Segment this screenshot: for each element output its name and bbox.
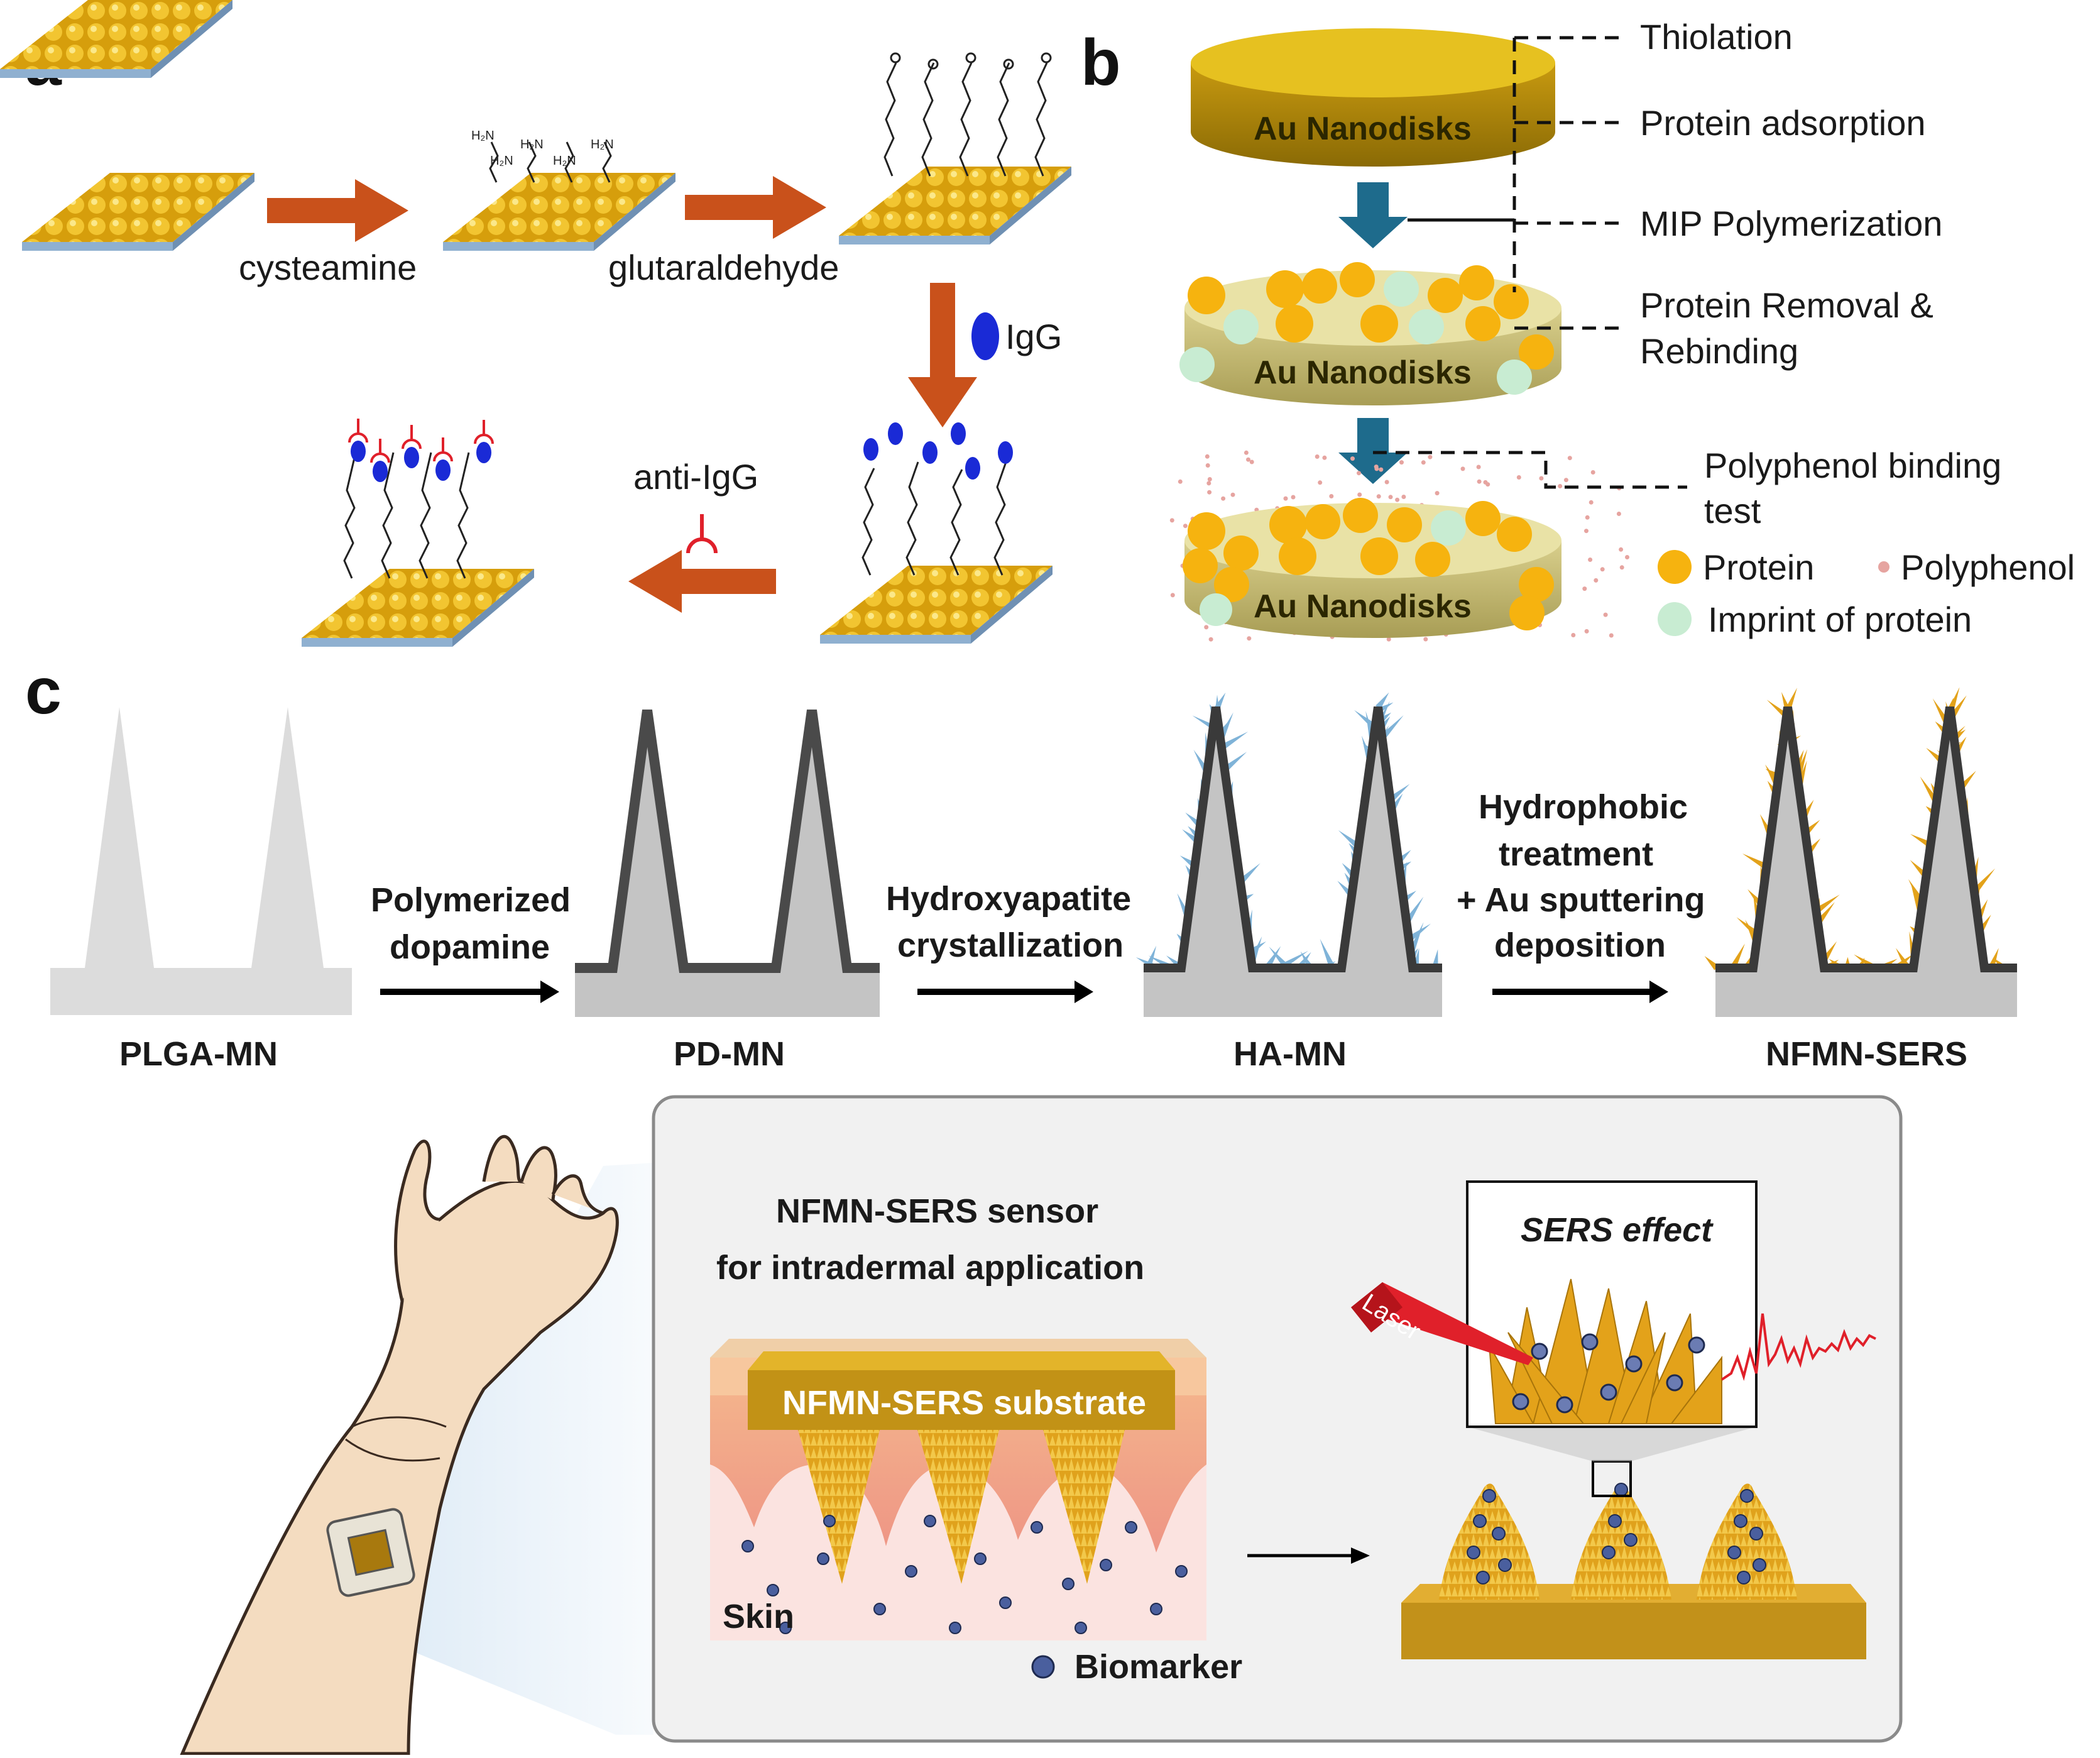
step-test: test	[1704, 491, 1761, 530]
pd-mn	[575, 709, 880, 1017]
bound-anti-igg	[348, 419, 494, 463]
disk-3: Au Nanodisks	[1183, 498, 1561, 638]
step-rebinding: Rebinding	[1640, 331, 1798, 371]
amine-chains	[489, 141, 612, 183]
legend: Protein Polyphenol Imprint of protein	[1658, 547, 2075, 639]
label-cysteamine: cysteamine	[239, 248, 417, 287]
svg-text:H₂N: H₂N	[553, 154, 576, 168]
amine-labels: H₂N H₂N H₂N H₂N H₂N	[471, 129, 614, 168]
zoom-cone	[1467, 1427, 1756, 1461]
step-thiolation: Thiolation	[1640, 17, 1793, 57]
arrow1-line2: dopamine	[390, 928, 550, 966]
svg-text:H₂N: H₂N	[591, 138, 614, 151]
raman-spectrum	[1720, 1313, 1876, 1382]
anti-igg-icon	[686, 514, 718, 554]
igg-chains	[861, 461, 1007, 576]
arrow-cysteamine	[267, 179, 408, 242]
step-polyphenol-binding: Polyphenol binding	[1704, 446, 2001, 485]
cone-biomarkers	[1467, 1483, 1766, 1585]
skin-biomarkers	[741, 1515, 1188, 1634]
arrow-glutaraldehyde	[685, 176, 826, 239]
legend-protein-swatch	[1658, 550, 1692, 584]
skin-patch-core	[347, 1529, 395, 1576]
arrow1-line1: Polymerized	[371, 881, 571, 919]
disk-3-label: Au Nanodisks	[1254, 588, 1472, 625]
skin-section	[710, 1339, 1206, 1640]
legend-imprint: Imprint of protein	[1708, 600, 1972, 639]
igg-molecules	[863, 422, 1013, 480]
svg-text:H₂N: H₂N	[490, 154, 513, 168]
nfmn-substrate	[748, 1370, 1175, 1430]
step-protein-removal: Protein Removal &	[1640, 285, 1933, 325]
projection-beam	[371, 1163, 654, 1735]
skin-needles	[798, 1430, 1125, 1584]
label-pd-mn: PD-MN	[674, 1035, 785, 1073]
complex-chains	[343, 452, 470, 579]
arrow3-line4: deposition	[1494, 926, 1666, 964]
arrow3-line3: + Au sputtering	[1457, 881, 1705, 919]
aldehyde-ends	[890, 52, 1052, 70]
disk-1-label: Au Nanodisks	[1254, 111, 1472, 147]
step-protein-adsorption: Protein adsorption	[1640, 103, 1926, 143]
label-igg: IgG	[1005, 317, 1062, 356]
panel-c-top: PLGA-MN Polymerized dopamine PD-MN Hydro…	[50, 687, 2017, 1073]
svg-text:H₂N: H₂N	[520, 138, 544, 151]
arrow2-line2: crystallization	[897, 926, 1124, 964]
panel-label-b: b	[1081, 26, 1121, 99]
panel-a: cysteamine H₂N H₂N H₂N H₂N H₂N glutaraldehy…	[0, 0, 1071, 647]
nfmn-sers	[1704, 687, 2017, 1017]
label-plga-mn: PLGA-MN	[119, 1035, 278, 1073]
disk-3-proteins	[1183, 498, 1554, 630]
arrow3-line1: Hydrophobic	[1479, 788, 1688, 826]
ha-mn	[1135, 692, 1442, 1017]
dashed-connectors	[1373, 36, 1687, 489]
label-anti-igg: anti-IgG	[633, 457, 758, 497]
legend-imprint-swatch	[1658, 602, 1692, 636]
igg-icon	[971, 312, 999, 360]
arm-illustration	[180, 1134, 619, 1755]
step-mip-polymerization: MIP Polymerization	[1640, 204, 1942, 243]
biomarker-legend-swatch	[1031, 1655, 1055, 1679]
panel-c-bottom: NFMN-SERS sensor for intradermal applica…	[180, 1095, 1903, 1755]
arrow-igg	[908, 283, 977, 427]
svg-text:H₂N: H₂N	[471, 129, 495, 143]
disk-2-proteins	[1179, 262, 1554, 395]
substrate-label: NFMN-SERS substrate	[782, 1384, 1146, 1422]
panel-label-c: c	[25, 655, 62, 728]
arrow2-line1: Hydroxyapatite	[886, 880, 1131, 918]
panel-b: Au Nanodisks Au Nanodisks	[1169, 17, 2075, 642]
sensor-title-line1: NFMN-SERS sensor	[776, 1192, 1098, 1230]
sers-effect-label: SERS effect	[1521, 1211, 1714, 1249]
biomarker-label: Biomarker	[1075, 1648, 1242, 1686]
arrow3-line2: treatment	[1499, 835, 1653, 873]
bound-igg	[351, 441, 491, 482]
sensor-title-line2: for intradermal application	[716, 1249, 1144, 1287]
mn-array	[1401, 1483, 1866, 1659]
label-ha-mn: HA-MN	[1233, 1035, 1347, 1073]
plga-mn	[50, 707, 352, 1015]
legend-polyphenol: Polyphenol	[1901, 547, 2075, 587]
label-nfmn-sers: NFMN-SERS	[1766, 1035, 1967, 1073]
arrow-anti-igg	[628, 550, 776, 613]
legend-polyphenol-swatch	[1878, 561, 1889, 573]
disk-2: Au Nanodisks	[1179, 262, 1561, 405]
aldehyde-chains	[883, 62, 1048, 177]
skin-label: Skin	[723, 1598, 794, 1635]
disk-2-label: Au Nanodisks	[1254, 354, 1472, 391]
legend-protein: Protein	[1703, 547, 1814, 587]
label-glutaraldehyde: glutaraldehyde	[608, 248, 839, 287]
gold-chip	[0, 0, 232, 78]
arrow-down-1	[1338, 182, 1408, 248]
disk-1: Au Nanodisks	[1191, 28, 1555, 167]
sers-biomarkers	[1512, 1333, 1705, 1414]
